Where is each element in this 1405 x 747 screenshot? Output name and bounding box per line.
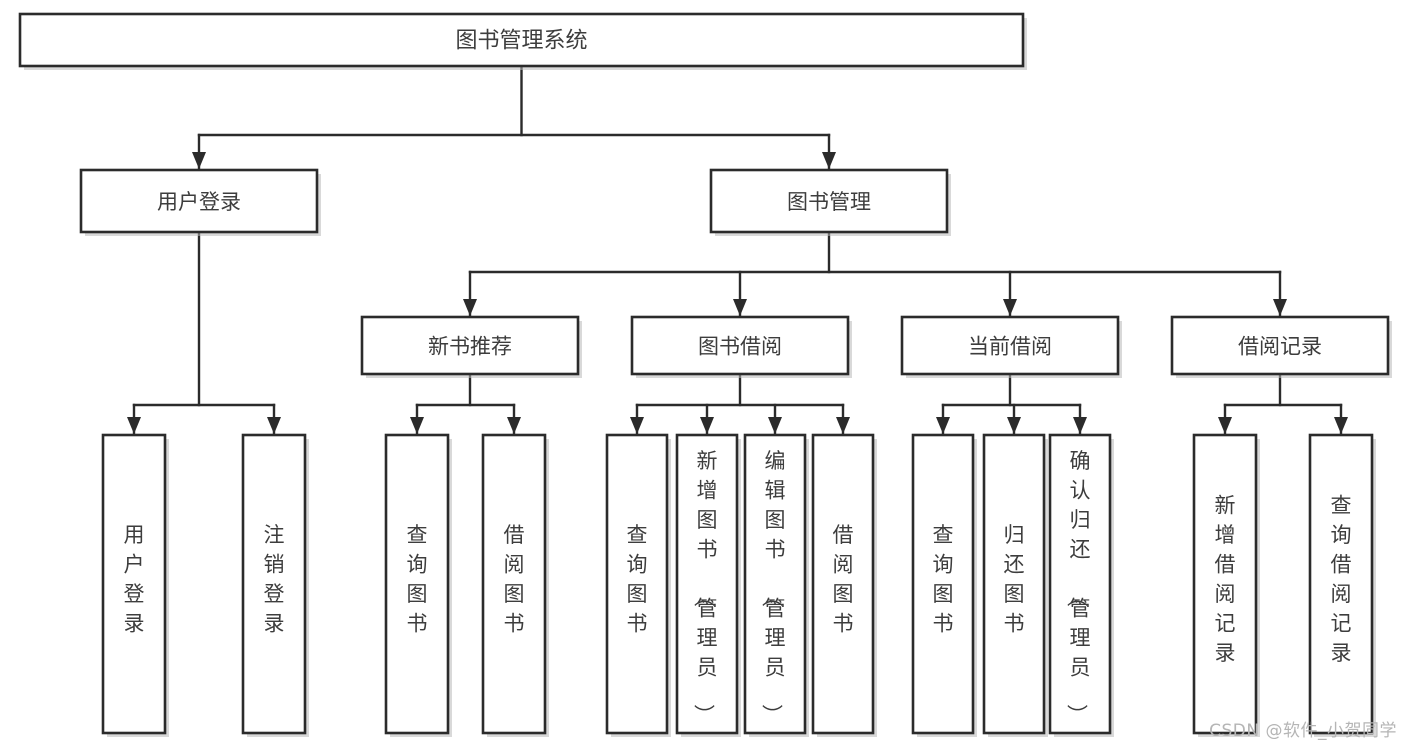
node-leaf-borrow-book-2[interactable]: 借阅图书	[811, 433, 877, 737]
node-label: 查询图书	[407, 523, 428, 636]
node-label: 图书管理系统	[455, 29, 587, 54]
node-book-borrow[interactable]: 图书借阅	[630, 315, 852, 378]
node-borrow-record[interactable]: 借阅记录	[1170, 315, 1392, 378]
connector-group-borrow-record	[1218, 372, 1348, 435]
arrow-head-icon	[463, 299, 477, 316]
node-user-login[interactable]: 用户登录	[79, 168, 321, 236]
arrow-head-icon	[836, 417, 850, 434]
node-current-borrow[interactable]: 当前借阅	[900, 315, 1122, 378]
node-label: 确认归还（管理员）	[1065, 449, 1091, 725]
node-leaf-query-book-1[interactable]: 查询图书	[384, 433, 452, 737]
node-label: 新书推荐	[428, 335, 512, 359]
node-leaf-return-book[interactable]: 归还图书	[982, 433, 1048, 737]
node-label: 编辑图书（管理员）	[760, 449, 786, 725]
arrow-head-icon	[410, 417, 424, 434]
node-label: 查询图书	[627, 523, 648, 636]
node-layer: 图书管理系统用户登录图书管理新书推荐图书借阅当前借阅借阅记录用户登录注销登录查询…	[18, 12, 1392, 737]
arrow-head-icon	[630, 417, 644, 434]
arrow-head-icon	[1218, 417, 1232, 434]
arrow-head-icon	[822, 152, 836, 169]
arrow-head-icon	[768, 417, 782, 434]
connector-group-current-borrow	[936, 372, 1087, 435]
node-leaf-logout[interactable]: 注销登录	[241, 433, 309, 737]
node-leaf-add-book[interactable]: 新增图书（管理员）	[675, 433, 741, 737]
node-label: 借阅图书	[504, 523, 525, 636]
node-label: 新增图书（管理员）	[692, 449, 718, 725]
arrow-head-icon	[1273, 299, 1287, 316]
connector-group-book-borrow	[630, 372, 850, 435]
connector-group-new-book-rec	[410, 372, 521, 435]
arrow-head-icon	[1003, 299, 1017, 316]
connector-layer	[127, 64, 1348, 435]
arrow-head-icon	[700, 417, 714, 434]
node-label: 查询借阅记录	[1331, 493, 1352, 665]
node-leaf-query-book-2[interactable]: 查询图书	[605, 433, 671, 737]
arrow-head-icon	[1073, 417, 1087, 434]
arrow-head-icon	[733, 299, 747, 316]
node-new-book-rec[interactable]: 新书推荐	[360, 315, 582, 378]
node-label: 新增借阅记录	[1215, 493, 1236, 665]
node-root[interactable]: 图书管理系统	[18, 12, 1027, 70]
node-leaf-user-login[interactable]: 用户登录	[101, 433, 169, 737]
arrow-head-icon	[936, 417, 950, 434]
arrow-head-icon	[267, 417, 281, 434]
arrow-head-icon	[1334, 417, 1348, 434]
node-label: 借阅记录	[1238, 335, 1322, 359]
node-leaf-query-book-3[interactable]: 查询图书	[911, 433, 977, 737]
node-label: 图书借阅	[698, 335, 782, 359]
arrow-head-icon	[192, 152, 206, 169]
node-label: 当前借阅	[968, 335, 1052, 359]
node-label: 归还图书	[1004, 523, 1025, 636]
connector-group-root	[192, 64, 836, 170]
node-leaf-borrow-book-1[interactable]: 借阅图书	[481, 433, 549, 737]
node-label: 借阅图书	[833, 523, 854, 636]
connector-group-user-login	[127, 230, 281, 435]
node-label: 注销登录	[264, 523, 285, 636]
node-label: 用户登录	[157, 190, 241, 214]
node-leaf-query-record[interactable]: 查询借阅记录	[1308, 433, 1376, 737]
arrow-head-icon	[127, 417, 141, 434]
connector-group-book-manage	[463, 230, 1287, 317]
node-leaf-confirm-return[interactable]: 确认归还（管理员）	[1048, 433, 1114, 737]
arrow-head-icon	[507, 417, 521, 434]
node-label: 图书管理	[787, 190, 871, 214]
node-label: 用户登录	[124, 523, 145, 636]
node-book-manage[interactable]: 图书管理	[709, 168, 951, 236]
node-leaf-add-record[interactable]: 新增借阅记录	[1192, 433, 1260, 737]
arrow-head-icon	[1007, 417, 1021, 434]
node-leaf-edit-book[interactable]: 编辑图书（管理员）	[743, 433, 809, 737]
node-label: 查询图书	[933, 523, 954, 636]
